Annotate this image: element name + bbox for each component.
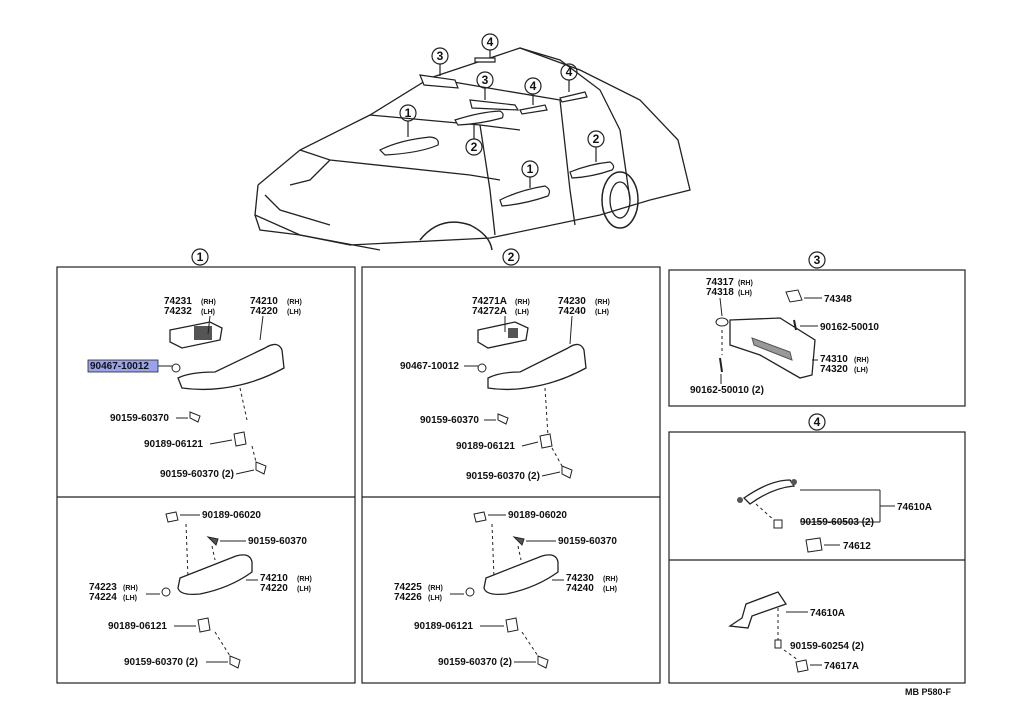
p3-90162-b: 90162-50010 (2) xyxy=(690,385,764,396)
callout-2-a: 2 xyxy=(471,140,478,154)
p4-b-74617A: 74617A xyxy=(824,661,859,672)
panel-3-header: 3 xyxy=(814,253,821,267)
part-label: (LH) xyxy=(297,586,311,593)
p2-b-90189: 90189-06020 xyxy=(508,510,567,521)
p1-b-74210: 74210 xyxy=(260,573,288,584)
p2-b-90189b: 90189-06121 xyxy=(414,621,473,632)
p3-74320: 74320 xyxy=(820,364,848,375)
p1-b-74220: 74220 xyxy=(260,583,288,594)
callout-4-c: 4 xyxy=(566,65,573,79)
part-label: (RH) xyxy=(123,585,138,592)
p1-90467-highlighted[interactable]: 90467-10012 xyxy=(90,361,149,372)
part-label: (LH) xyxy=(854,367,868,374)
p2-74240: 74240 xyxy=(558,306,586,317)
part-label: (LH) xyxy=(515,309,529,316)
p3-74317: 74317 xyxy=(706,277,734,288)
p2-90467: 90467-10012 xyxy=(400,361,459,372)
p1-b-90159: 90159-60370 xyxy=(248,536,307,547)
panel-3: 3 74317 (RH) 74318 (LH) 74348 90162-5001… xyxy=(668,251,966,407)
assist-grip-74610A xyxy=(742,479,796,505)
p2-b-74226: 74226 xyxy=(394,592,422,603)
panel-4: 4 74610A 90159-60503 (2) 74612 74610A 90… xyxy=(668,413,966,684)
p2-74230: 74230 xyxy=(558,296,586,307)
p1-74231: 74231 xyxy=(164,296,192,307)
part-label: (RH) xyxy=(738,280,753,287)
panel-2: 2 74271A (RH) 74272A (LH) 74230 (RH) 742… xyxy=(361,248,661,684)
p1-74220: 74220 xyxy=(250,306,278,317)
p1-b-74224: 74224 xyxy=(89,592,117,603)
p2-74271A: 74271A xyxy=(472,296,507,307)
p2-90159-a: 90159-60370 xyxy=(420,415,479,426)
part-label: (LH) xyxy=(287,309,301,316)
callout-1-a: 1 xyxy=(405,106,412,120)
p4-90159: 90159-60503 (2) xyxy=(800,517,874,528)
p3-74348: 74348 xyxy=(824,294,852,305)
p2-b-74240: 74240 xyxy=(566,583,594,594)
car-handle-shapes xyxy=(378,57,615,207)
part-label: (LH) xyxy=(428,595,442,602)
part-label: (RH) xyxy=(428,585,443,592)
p1-74232: 74232 xyxy=(164,306,192,317)
callout-4-a: 4 xyxy=(487,35,494,49)
p4-74612: 74612 xyxy=(843,541,871,552)
p3-74318: 74318 xyxy=(706,287,734,298)
car-callouts xyxy=(399,33,605,188)
car-callout-numbers: 3 4 3 4 4 1 2 1 2 xyxy=(405,35,600,176)
part-label: (RH) xyxy=(201,299,216,306)
callout-1-b: 1 xyxy=(527,162,534,176)
p1-90189: 90189-06121 xyxy=(144,439,203,450)
p3-90162-a: 90162-50010 xyxy=(820,322,879,333)
p2-b-90159: 90159-60370 xyxy=(558,536,617,547)
part-label: (RH) xyxy=(515,299,530,306)
part-label: (RH) xyxy=(595,299,610,306)
armrest-74210 xyxy=(177,343,285,391)
part-label: (RH) xyxy=(287,299,302,306)
part-label: (RH) xyxy=(854,357,869,364)
p1-90159-a: 90159-60370 xyxy=(110,413,169,424)
p4-74610A: 74610A xyxy=(897,502,932,513)
p1-b-74223: 74223 xyxy=(89,582,117,593)
callout-2-b: 2 xyxy=(593,132,600,146)
p1-b-90159b: 90159-60370 (2) xyxy=(124,657,198,668)
part-label: (LH) xyxy=(738,290,752,297)
part-label: (LH) xyxy=(595,309,609,316)
car-illustration xyxy=(254,47,691,251)
p1-b-90189b: 90189-06121 xyxy=(108,621,167,632)
part-label: (RH) xyxy=(297,576,312,583)
p3-74310: 74310 xyxy=(820,354,848,365)
part-label: (LH) xyxy=(201,309,215,316)
panel-2-header: 2 xyxy=(508,250,515,264)
part-label: (RH) xyxy=(603,576,618,583)
callout-3-b: 3 xyxy=(482,73,489,87)
armrest-lower-74230 xyxy=(483,554,559,596)
armrest-74230 xyxy=(487,343,587,391)
assist-grip-lower-74610A xyxy=(728,591,788,629)
figure-code: MB P580-F xyxy=(905,687,952,697)
p4-b-90159: 90159-60254 (2) xyxy=(790,641,864,652)
p2-90189: 90189-06121 xyxy=(456,441,515,452)
p2-90159-b: 90159-60370 (2) xyxy=(466,471,540,482)
p2-b-74225: 74225 xyxy=(394,582,422,593)
panel-1-header: 1 xyxy=(197,250,204,264)
switch-buttons xyxy=(194,326,212,340)
p1-74210: 74210 xyxy=(250,296,278,307)
callout-3-a: 3 xyxy=(437,49,444,63)
p1-90159-b: 90159-60370 (2) xyxy=(160,469,234,480)
callout-4-b: 4 xyxy=(530,79,537,93)
p1-b-90189: 90189-06020 xyxy=(202,510,261,521)
part-label: (LH) xyxy=(603,586,617,593)
p2-b-74230: 74230 xyxy=(566,573,594,584)
p2-74272A: 74272A xyxy=(472,306,507,317)
panel-1: 1 74231 (RH) 74232 (LH) 74210 (RH) 74220… xyxy=(56,248,356,684)
part-label: (LH) xyxy=(123,595,137,602)
switch-plate-74271A xyxy=(477,321,529,349)
panel-4-header: 4 xyxy=(814,415,821,429)
armrest-lower-74210 xyxy=(177,554,253,596)
p2-b-90159b: 90159-60370 (2) xyxy=(438,657,512,668)
p4-b-74610A: 74610A xyxy=(810,608,845,619)
